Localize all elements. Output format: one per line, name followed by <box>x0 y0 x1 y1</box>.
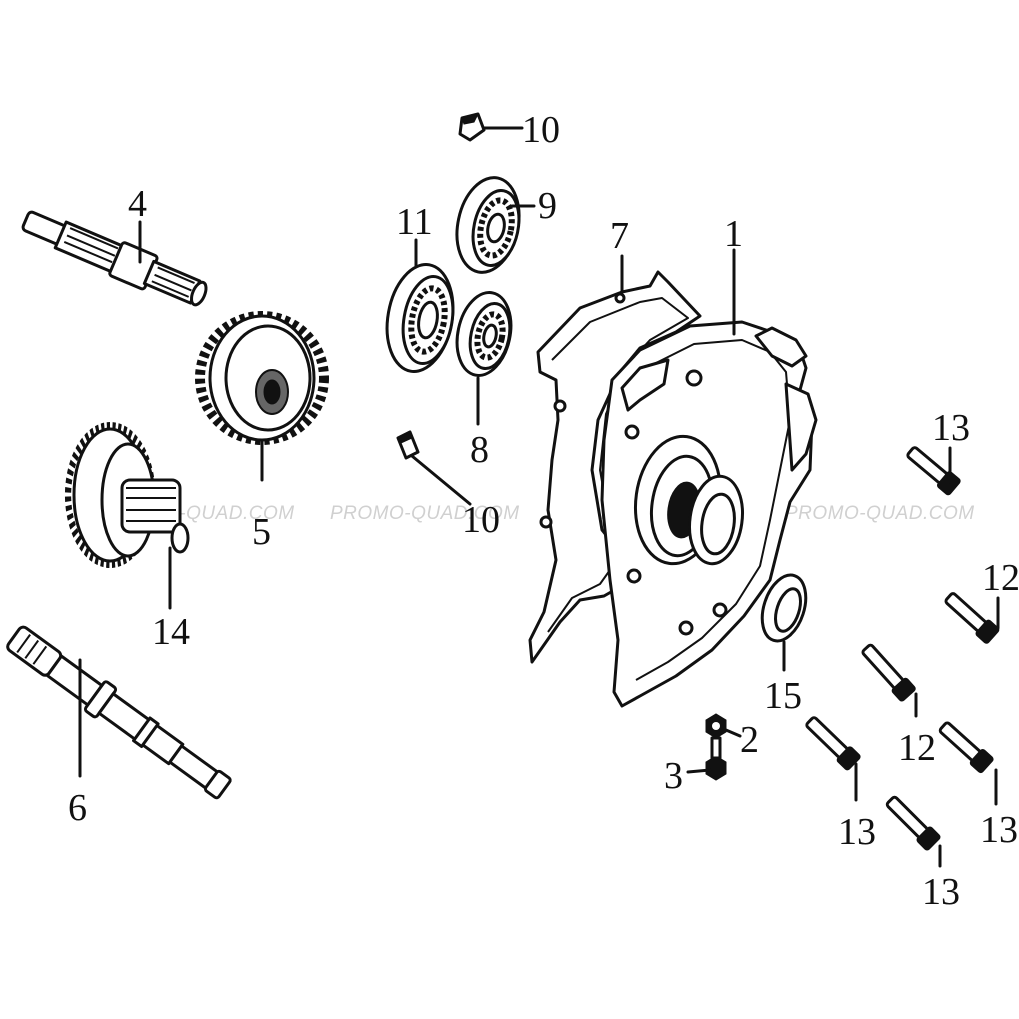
callout-13: 13 <box>980 809 1018 851</box>
callout-8: 8 <box>470 429 489 471</box>
part-9-bearing <box>455 176 521 274</box>
part-5-gear <box>195 311 329 445</box>
callout-6: 6 <box>68 787 87 829</box>
callout-13: 13 <box>922 871 960 913</box>
watermark-text: PROMO-QUAD.COM <box>785 503 975 524</box>
leader-lines <box>78 126 1000 868</box>
callout-13: 13 <box>838 811 876 853</box>
callout-5: 5 <box>252 511 271 553</box>
callout-13: 13 <box>932 407 970 449</box>
callout-labels: 4 10 9 11 8 10 7 1 5 14 6 15 2 3 13 12 1… <box>68 109 1019 913</box>
callout-1: 1 <box>724 213 743 255</box>
callout-9: 9 <box>538 185 557 227</box>
part-15-oil-seal <box>760 573 808 643</box>
callout-15: 15 <box>764 675 802 717</box>
callout-2: 2 <box>740 719 759 761</box>
callout-10: 10 <box>462 499 500 541</box>
part-8-bearing <box>455 291 513 377</box>
part-6-output-shaft <box>6 625 232 800</box>
part-11-bearing <box>385 263 455 373</box>
part-1-cover <box>600 320 818 708</box>
callout-14: 14 <box>152 611 190 653</box>
part-10-dowel-pin-bottom <box>396 430 420 460</box>
callout-7: 7 <box>610 215 629 257</box>
callout-3: 3 <box>664 755 683 797</box>
part-13-bolt <box>906 446 961 496</box>
part-12-bolt <box>861 643 916 702</box>
callout-12: 12 <box>982 557 1019 599</box>
callout-12: 12 <box>898 727 936 769</box>
part-13-bolt <box>805 716 861 771</box>
callout-10: 10 <box>522 109 560 151</box>
part-3-bolt <box>705 736 727 781</box>
callout-11: 11 <box>396 201 433 243</box>
part-10-dowel-pin-top <box>458 112 486 142</box>
callout-4: 4 <box>128 183 147 225</box>
part-13-bolt <box>938 721 994 774</box>
watermark-text: PROMO-QUAD.COM <box>330 503 520 524</box>
part-14-pinion-gear <box>64 422 190 568</box>
part-13-bolt <box>885 795 941 851</box>
part-12-bolt <box>944 592 1000 644</box>
part-4-input-shaft <box>21 210 208 307</box>
part-2-washer <box>705 713 727 739</box>
